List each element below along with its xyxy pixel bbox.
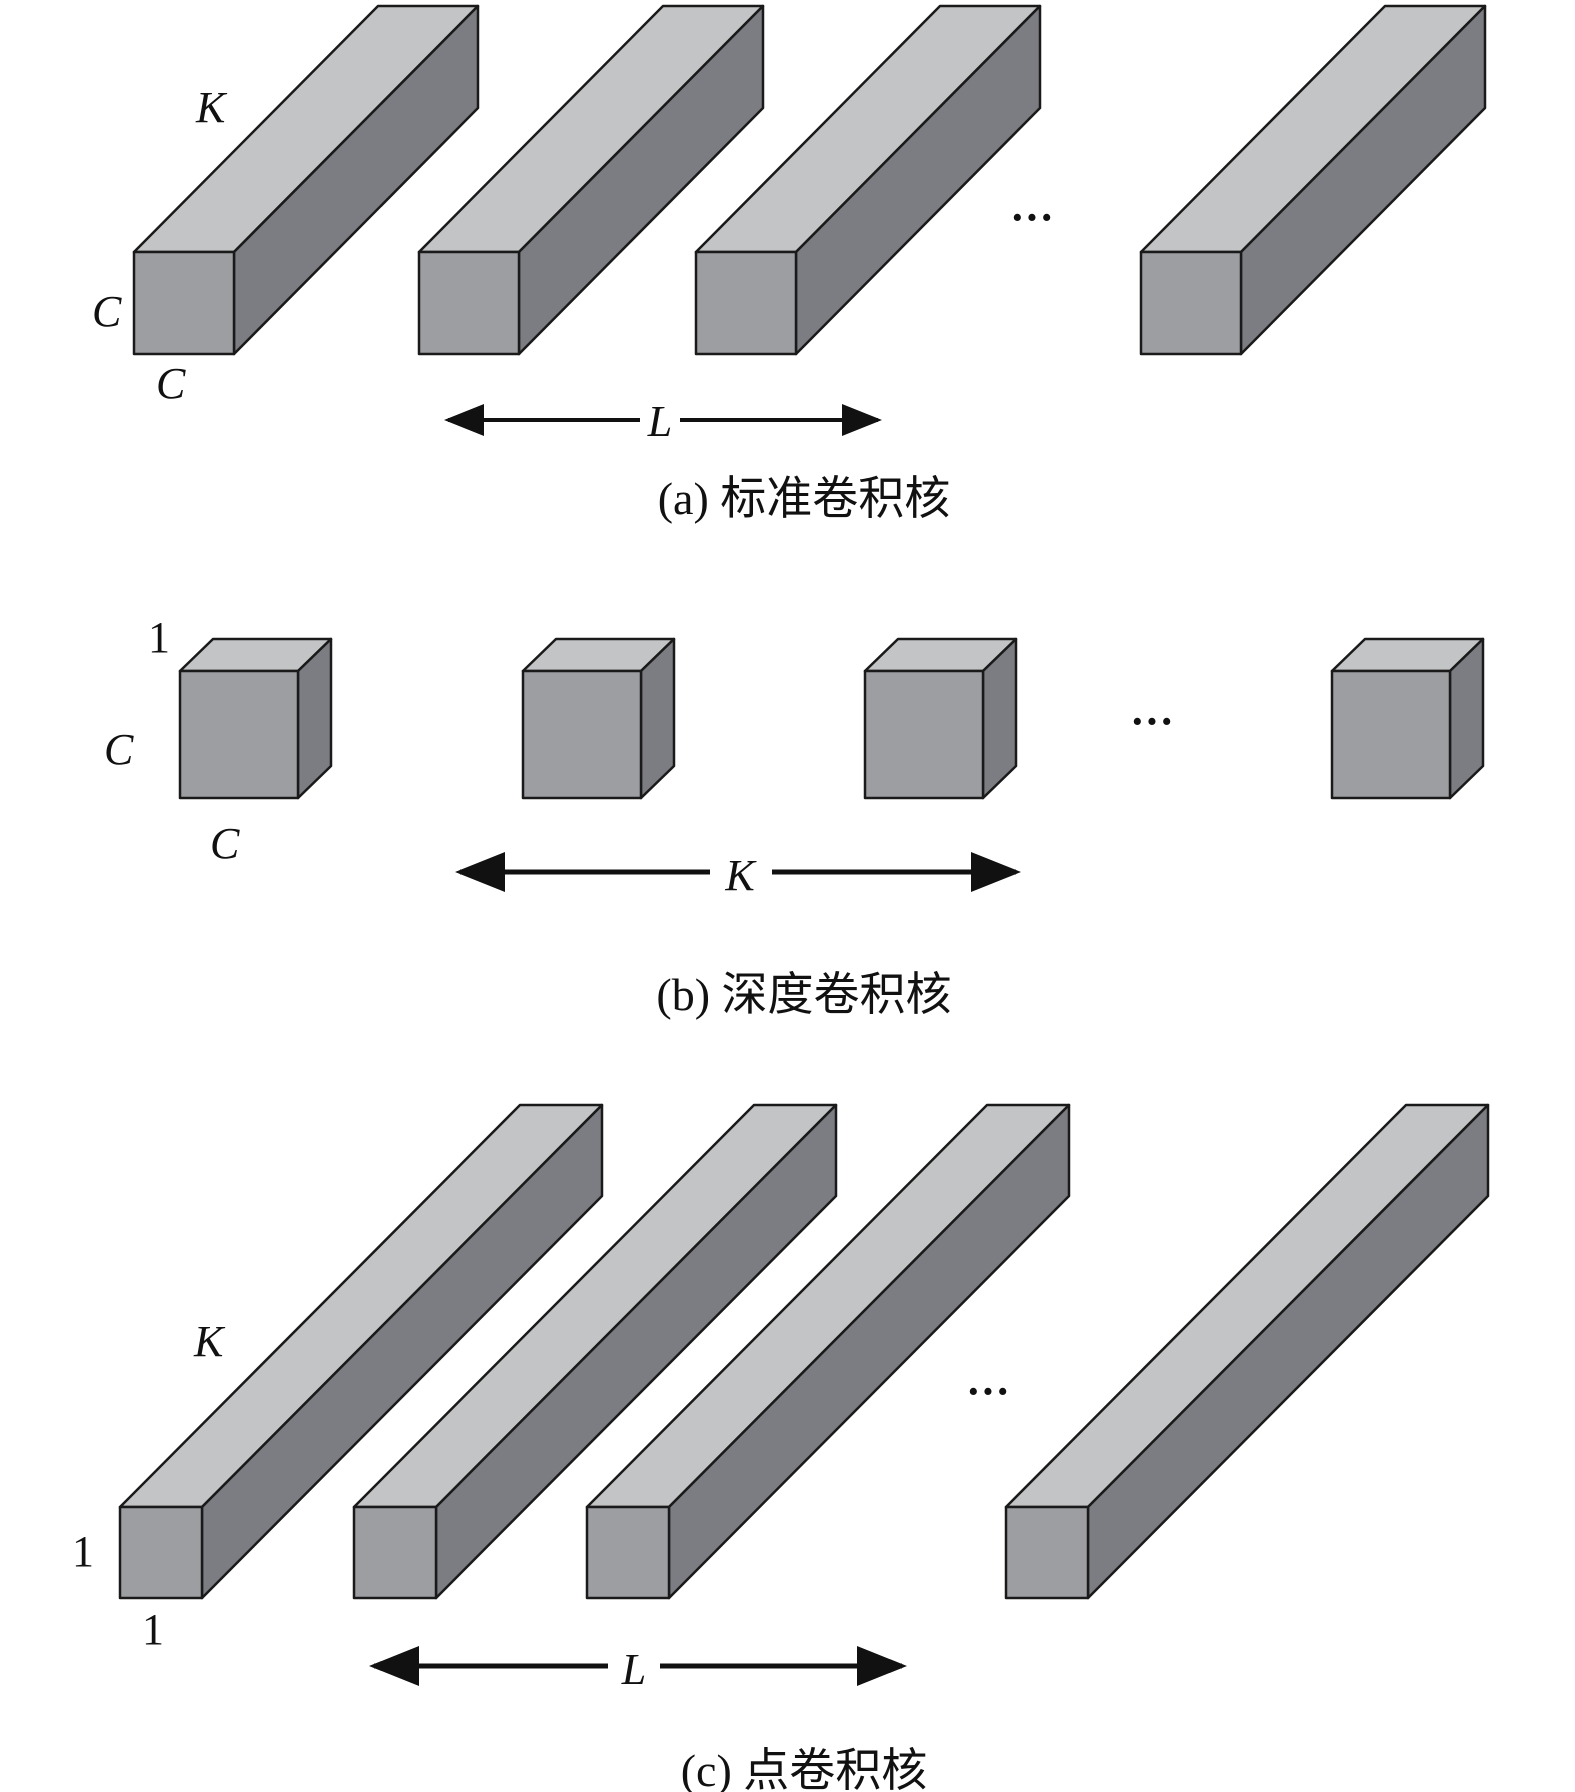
panel-b-ellipsis: ··· — [1130, 697, 1174, 746]
panel-c-kernel-bar-front-face — [352, 1505, 438, 1600]
panel-b-depth-label: 1 — [148, 613, 170, 662]
panel-b-kernel-cube — [521, 637, 676, 800]
panel-b: 1 C C ··· K (b) 深度卷积核 — [104, 613, 1485, 1020]
panel-c-kernel-bar-top-face — [1004, 1103, 1490, 1509]
panel-a-kernel-bar — [1139, 4, 1487, 356]
panel-c-width-label: 1 — [142, 1605, 164, 1654]
panel-c-kernels — [118, 1103, 1490, 1600]
panel-b-kernel-cube-front-face — [521, 669, 643, 800]
panel-c-length-label: K — [193, 1317, 226, 1366]
panel-a-kernel-bar-front-face — [694, 250, 798, 356]
panel-c: K 1 1 ··· L (c) 点卷积核 — [72, 1103, 1490, 1792]
panel-c-caption: (c) 点卷积核 — [681, 1745, 928, 1792]
panel-a-width-label: C — [156, 359, 186, 408]
panel-b-kernel-cube-front-face — [178, 669, 300, 800]
panel-c-kernel-bar — [585, 1103, 1071, 1600]
panel-a-height-label: C — [92, 287, 122, 336]
panel-a-ellipsis: ··· — [1010, 193, 1054, 242]
panel-a-kernel-bar-front-face — [1139, 250, 1243, 356]
panel-c-kernel-bar — [1004, 1103, 1490, 1600]
panel-b-kernel-cube-front-face — [863, 669, 985, 800]
panel-b-kernel-cube — [178, 637, 333, 800]
panel-c-count-label: L — [621, 1645, 646, 1694]
panel-b-kernel-cube — [1330, 637, 1485, 800]
panel-a-caption: (a) 标准卷积核 — [658, 473, 951, 524]
panel-c-kernel-bar — [118, 1103, 604, 1600]
panel-a-kernel-bar — [132, 4, 480, 356]
panel-a-kernel-bar — [694, 4, 1042, 356]
panel-b-kernels — [178, 637, 1485, 800]
panel-a-kernel-bar-front-face — [417, 250, 521, 356]
panel-a: K C C ··· L (a) 标准卷积核 — [92, 4, 1487, 524]
panel-c-kernel-bar-side-face — [1086, 1103, 1490, 1600]
panel-a-count-label: L — [647, 397, 672, 446]
panel-b-count-label: K — [724, 851, 757, 900]
panel-c-kernel-bar — [352, 1103, 838, 1600]
panel-c-kernel-bar-front-face — [585, 1505, 671, 1600]
panel-c-kernel-bar-front-face — [118, 1505, 204, 1600]
panel-a-length-label: K — [195, 83, 228, 132]
panel-b-kernel-cube-front-face — [1330, 669, 1452, 800]
panel-a-kernels — [132, 4, 1487, 356]
panel-a-kernel-bar-front-face — [132, 250, 236, 356]
panel-b-height-label: C — [104, 725, 134, 774]
panel-c-kernel-bar-front-face — [1004, 1505, 1090, 1600]
panel-b-caption: (b) 深度卷积核 — [656, 969, 951, 1020]
panel-c-height-label: 1 — [72, 1527, 94, 1576]
panel-c-ellipsis: ··· — [966, 1367, 1010, 1416]
panel-a-kernel-bar — [417, 4, 765, 356]
panel-b-kernel-cube — [863, 637, 1018, 800]
panel-b-width-label: C — [210, 819, 240, 868]
